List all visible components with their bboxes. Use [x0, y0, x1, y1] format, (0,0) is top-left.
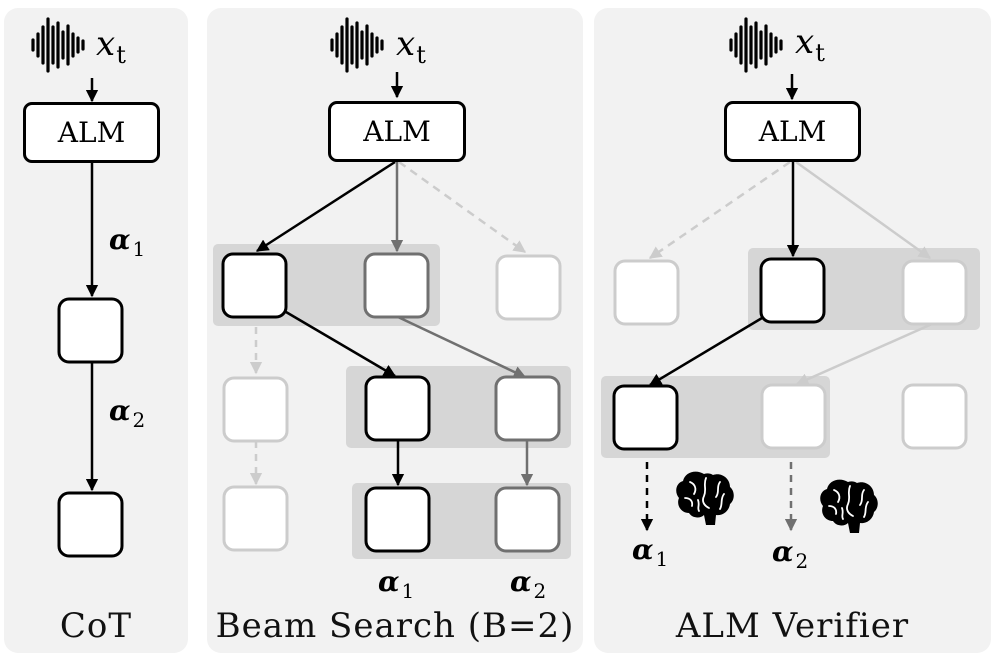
audio-waveform-icon	[31, 17, 85, 73]
input-symbol: x	[96, 24, 116, 64]
alpha-symbol: α	[109, 223, 131, 256]
alpha-subscript: 1	[132, 237, 146, 261]
beam-edge	[398, 160, 527, 254]
verifier-node-r1c3	[901, 259, 968, 326]
brain-icon	[820, 479, 878, 533]
audio-waveform-icon	[729, 17, 783, 73]
verifier-node-r2c2	[760, 383, 827, 450]
cot-alm-box: ALM	[23, 102, 160, 163]
beam-node-r3c2	[364, 486, 431, 553]
alpha-subscript: 1	[655, 547, 669, 571]
input-subscript: t	[116, 41, 126, 69]
beam-node-r3c3	[494, 486, 561, 553]
alpha-subscript: 2	[795, 549, 809, 573]
verifier-node-r2c1	[612, 384, 679, 451]
input-symbol: x	[795, 22, 815, 62]
beam-node-r3c1	[222, 485, 289, 552]
beam-alm-box: ALM	[328, 101, 466, 162]
beam-node-r2c3	[494, 375, 561, 442]
beam-node-r2c2	[364, 375, 431, 442]
verifier-node-r1c2	[759, 257, 826, 324]
input-symbol: x	[396, 24, 416, 64]
beam-node-r2c1	[222, 376, 289, 443]
alpha-symbol: α	[632, 533, 654, 566]
verifier-node-r2c3	[901, 383, 968, 450]
alpha-symbol: α	[510, 565, 532, 598]
verifier-edge	[648, 316, 763, 387]
beam-edge	[255, 160, 396, 253]
alpha-subscript: 2	[132, 408, 146, 432]
beam-edge	[397, 315, 527, 379]
verifier-edge	[648, 160, 791, 260]
beam-node-r1c3	[495, 254, 562, 321]
cot-input-label: xt	[96, 24, 126, 69]
verifier-edge	[795, 322, 933, 386]
input-subscript: t	[815, 39, 825, 67]
verifier-input-label: xt	[795, 22, 825, 67]
alpha-symbol: α	[378, 565, 400, 598]
verifier-edge	[795, 160, 932, 260]
beam-node-r1c1	[221, 252, 288, 319]
cot-caption: CoT	[59, 606, 133, 646]
audio-waveform-icon	[330, 17, 384, 73]
verifier-alm-box: ALM	[724, 101, 861, 162]
alpha-subscript: 2	[533, 579, 547, 603]
beam-edge	[285, 310, 397, 378]
beam-search-caption: Beam Search (B=2)	[215, 606, 575, 646]
beam-node-r1c2	[363, 252, 430, 319]
beam-input-label: xt	[396, 24, 426, 69]
cot-node-2	[57, 491, 124, 558]
cot-node-1	[57, 297, 124, 364]
input-subscript: t	[416, 41, 426, 69]
alm-verifier-caption: ALM Verifier	[675, 606, 910, 646]
alpha-subscript: 1	[401, 579, 415, 603]
alpha-symbol: α	[109, 394, 131, 427]
verifier-node-r1c1	[613, 259, 680, 326]
alpha-symbol: α	[772, 535, 794, 568]
brain-icon	[676, 471, 734, 525]
